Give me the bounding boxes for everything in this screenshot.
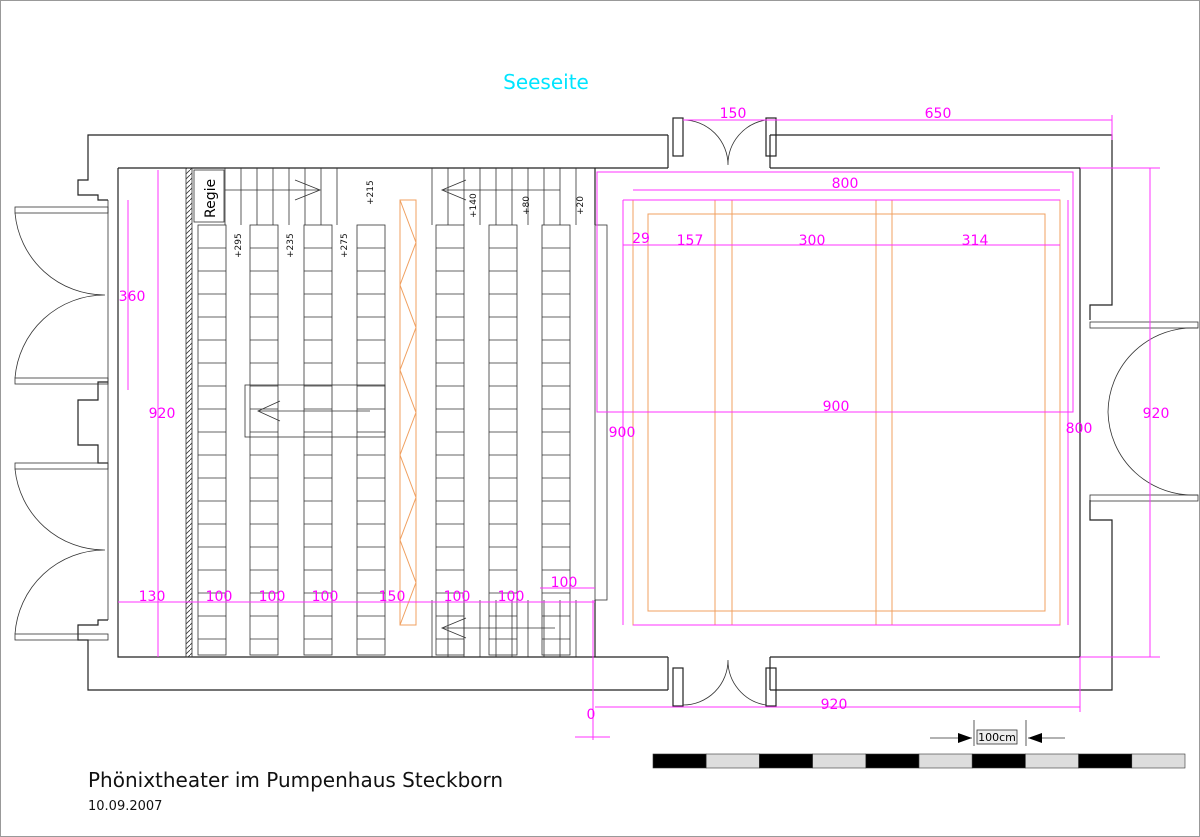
scale-segment xyxy=(705,753,760,769)
scale-bar xyxy=(652,753,1186,769)
seat-column xyxy=(356,224,386,656)
seat-column xyxy=(488,224,518,656)
dim-label: 900 xyxy=(823,399,850,415)
dim-label: 100 xyxy=(498,589,525,605)
level-label: +275 xyxy=(340,233,350,258)
level-labels: +295 +235 +275 +215 +140 +80 +20 xyxy=(234,180,586,258)
seat-column xyxy=(249,224,279,656)
dim-label: 29 xyxy=(632,231,650,247)
scale-segment xyxy=(1131,753,1186,769)
level-label: +20 xyxy=(576,196,586,215)
dim-label: 100 xyxy=(259,589,286,605)
dim-label: 920 xyxy=(1143,406,1170,422)
seat-column xyxy=(541,224,571,656)
control-room: Regie xyxy=(185,167,225,658)
scale-segment xyxy=(812,753,867,769)
dim-label: 0 xyxy=(587,707,596,723)
level-label: +140 xyxy=(469,193,479,218)
dim-label: 800 xyxy=(832,176,859,192)
scale-label: 100cm xyxy=(978,731,1016,744)
walls xyxy=(77,117,1113,707)
doors xyxy=(14,119,1199,706)
side-label: Seeseite xyxy=(503,70,589,94)
plan-date: 10.09.2007 xyxy=(88,799,162,814)
scale-segment xyxy=(652,753,707,769)
dim-label: 157 xyxy=(677,233,704,249)
dim-label: 920 xyxy=(149,406,176,422)
dim-label: 650 xyxy=(925,106,952,122)
dim-label: 100 xyxy=(551,575,578,591)
scale-segment xyxy=(1025,753,1079,769)
cross-aisle xyxy=(244,384,386,438)
seat-column xyxy=(303,224,333,656)
scale-indicator: 100cm xyxy=(930,720,1065,746)
level-label: +215 xyxy=(366,180,376,205)
arrow xyxy=(440,617,467,639)
dimension-lines xyxy=(118,115,1160,740)
scale-segment xyxy=(865,753,920,769)
scale-segment xyxy=(759,753,813,769)
dim-label: 130 xyxy=(139,589,166,605)
dim-label: 360 xyxy=(119,289,146,305)
dimension-labels: 150 650 800 29 157 300 314 900 900 800 9… xyxy=(119,106,1170,723)
scale-segment xyxy=(971,753,1026,769)
dim-label: 314 xyxy=(962,233,989,249)
dim-label: 100 xyxy=(206,589,233,605)
plan-title: Phönixtheater im Pumpenhaus Steckborn xyxy=(88,768,503,792)
level-label: +295 xyxy=(234,233,244,258)
dim-label: 900 xyxy=(609,425,636,441)
regie-label: Regie xyxy=(203,179,219,218)
scale-segment xyxy=(918,753,973,769)
level-label: +235 xyxy=(286,233,296,258)
dim-label: 100 xyxy=(444,589,471,605)
seat-column xyxy=(435,224,465,656)
arrow xyxy=(440,179,467,201)
dim-label: 150 xyxy=(379,589,406,605)
seat-column xyxy=(197,224,227,656)
dim-label: 800 xyxy=(1066,421,1093,437)
arrow xyxy=(257,400,281,422)
arrow xyxy=(294,179,322,201)
dim-label: 100 xyxy=(312,589,339,605)
seating-tribune xyxy=(197,168,608,657)
scale-segment xyxy=(1078,753,1133,769)
level-label: +80 xyxy=(522,196,532,215)
dim-label: 300 xyxy=(799,233,826,249)
dim-label: 150 xyxy=(720,106,747,122)
dim-label: 920 xyxy=(821,697,848,713)
